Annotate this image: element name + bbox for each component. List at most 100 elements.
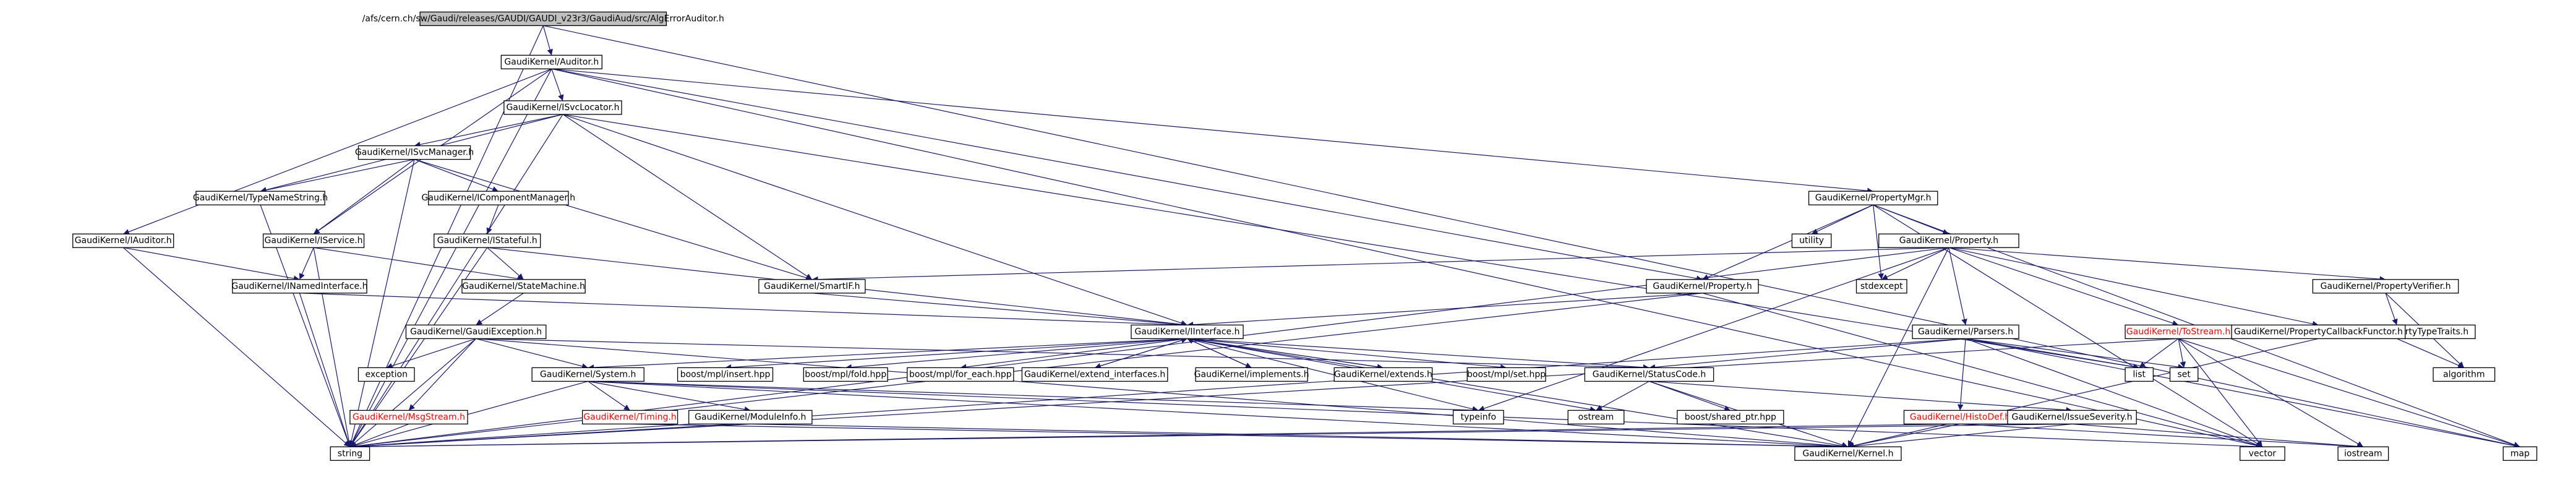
node-tostream[interactable]: GaudiKernel/ToStream.h [2125, 324, 2232, 340]
node-label: GaudiKernel/IService.h [265, 236, 363, 246]
node-typenamestring[interactable]: GaudiKernel/TypeNameString.h [193, 191, 328, 205]
edge-iinterface-to-statuscode [1187, 338, 1650, 371]
edge-propertymgr-to-stdexcept [1873, 205, 1884, 280]
edge-istateful-to-statemachine [487, 247, 524, 280]
edge-propertyverifier-to-propertytypetraits [2385, 293, 2398, 325]
node-smartif[interactable]: GaudiKernel/SmartIF.h [758, 279, 866, 294]
edge-isvclocator-to-list [562, 114, 2139, 370]
node-label: GaudiKernel/IAuditor.h [75, 236, 172, 246]
edge-parsers-to-map [1965, 338, 2520, 449]
edge-icomponentmanager-to-istateful [486, 204, 499, 234]
edge-iauditor-to-string [122, 247, 351, 447]
node-label: GaudiKernel/Timing.h [583, 412, 676, 422]
edge-smartif-to-iinterface [811, 293, 1187, 328]
edge-gaudiexception-to-exception [386, 338, 476, 369]
node-label: GaudiKernel/implements.h [1194, 369, 1309, 379]
node-inamedinterface[interactable]: GaudiKernel/INamedInterface.h [231, 279, 367, 294]
edge-extend_interfaces-to-iinterface [1094, 337, 1187, 368]
node-root[interactable]: /afs/cern.ch/sw/Gaudi/releases/GAUDI/GAU… [362, 11, 724, 27]
node-label: GaudiKernel/Property.h [1899, 236, 1998, 246]
node-mpl_insert[interactable]: boost/mpl/insert.hpp [677, 367, 774, 382]
edge-statemachine-to-gaudiexception [476, 293, 524, 325]
node-set[interactable]: set [2169, 367, 2199, 382]
node-propertyverifier[interactable]: GaudiKernel/PropertyVerifier.h [2312, 279, 2459, 294]
node-parsers[interactable]: GaudiKernel/Parsers.h [1912, 324, 2019, 340]
node-mpl_set[interactable]: boost/mpl/set.hpp [1466, 367, 1546, 382]
node-label: GaudiKernel/Auditor.h [504, 57, 599, 67]
node-isvclocator[interactable]: GaudiKernel/ISvcLocator.h [503, 100, 622, 115]
edge-isvcmanager-to-smartif [414, 159, 813, 281]
node-ostream[interactable]: ostream [1567, 410, 1625, 425]
node-shared_ptr[interactable]: boost/shared_ptr.hpp [1677, 410, 1784, 425]
node-iservice[interactable]: GaudiKernel/IService.h [262, 233, 365, 248]
node-label: GaudiKernel/ToStream.h [2126, 327, 2231, 337]
node-map[interactable]: map [2502, 446, 2538, 461]
node-string[interactable]: string [330, 446, 370, 461]
edge-parsers-to-set [1965, 338, 2184, 370]
edge-isvclocator-to-isvcmanager [414, 114, 563, 148]
edge-auditor_h-to-iauditor [122, 68, 552, 235]
edge-tostream-to-set [2178, 338, 2186, 368]
node-histodef[interactable]: GaudiKernel/HistoDef.h [1903, 410, 2017, 425]
edge-auditor_h-to-propertymgr [551, 68, 1873, 194]
node-msgstream[interactable]: GaudiKernel/MsgStream.h [349, 410, 468, 425]
node-iinterface[interactable]: GaudiKernel/IInterface.h [1131, 324, 1244, 340]
node-label: vector [2249, 449, 2277, 458]
node-vector[interactable]: vector [2240, 446, 2285, 461]
node-iostream[interactable]: iostream [2337, 446, 2389, 461]
node-propertymgr[interactable]: GaudiKernel/PropertyMgr.h [1808, 191, 1938, 205]
node-label: boost/mpl/for_each.hpp [909, 369, 1012, 379]
node-moduleinfo[interactable]: GaudiKernel/ModuleInfo.h [688, 410, 813, 425]
node-label: GaudiKernel/IssueSeverity.h [2012, 412, 2133, 422]
node-isvcmanager[interactable]: GaudiKernel/ISvcManager.h [355, 145, 474, 160]
node-iauditor[interactable]: GaudiKernel/IAuditor.h [72, 233, 174, 248]
edge-isvcmanager-to-typenamestring [260, 159, 415, 193]
node-statuscode[interactable]: GaudiKernel/StatusCode.h [1584, 367, 1714, 382]
edge-iauditor-to-inamedinterface [123, 247, 300, 281]
edge-root-to-map [543, 25, 2520, 449]
node-stdexcept[interactable]: stdexcept [1855, 279, 1907, 294]
node-label: GaudiKernel/extend_interfaces.h [1024, 369, 1165, 379]
node-label: GaudiKernel/extends.h [1334, 369, 1432, 379]
node-system[interactable]: GaudiKernel/System.h [531, 367, 644, 382]
edge-gaudiexception-to-system [476, 338, 588, 369]
node-timing[interactable]: GaudiKernel/Timing.h [582, 410, 678, 425]
node-exception[interactable]: exception [357, 367, 415, 382]
node-property_b[interactable]: GaudiKernel/Property.h [1646, 279, 1759, 294]
edge-issueseverity-to-iostream [2072, 423, 2363, 450]
edge-tostream-to-map [2178, 338, 2520, 448]
edge-iinterface-to-typeinfo [1187, 338, 1479, 412]
node-istateful[interactable]: GaudiKernel/IStateful.h [434, 233, 541, 248]
edge-msgstream-to-string [349, 423, 409, 448]
edge-iinterface-to-mpl_fold [845, 338, 1187, 371]
edge-histodef-to-iostream [1959, 423, 2363, 450]
edge-iinterface-to-mpl_for_each [960, 338, 1187, 370]
edge-inamedinterface-to-string [299, 293, 351, 447]
edge-isvcmanager-to-icomponentmanager [414, 159, 499, 192]
node-mpl_for_each[interactable]: boost/mpl/for_each.hpp [907, 367, 1014, 382]
node-extend_interfaces[interactable]: GaudiKernel/extend_interfaces.h [1021, 367, 1168, 382]
node-label: GaudiKernel/INamedInterface.h [231, 281, 367, 291]
node-mpl_fold[interactable]: boost/mpl/fold.hpp [803, 367, 888, 382]
node-gaudiexception[interactable]: GaudiKernel/GaudiException.h [405, 324, 547, 340]
edge-property_a-to-stdexcept [1881, 247, 1949, 280]
node-kernel[interactable]: GaudiKernel/Kernel.h [1794, 446, 1902, 461]
edge-issueseverity-to-string [349, 423, 2073, 450]
node-utility[interactable]: utility [1791, 233, 1832, 248]
node-typeinfo[interactable]: typeinfo [1452, 410, 1504, 425]
node-implements[interactable]: GaudiKernel/implements.h [1194, 367, 1309, 382]
node-extends[interactable]: GaudiKernel/extends.h [1333, 367, 1433, 382]
node-list[interactable]: list [2125, 367, 2154, 382]
node-auditor_h[interactable]: GaudiKernel/Auditor.h [500, 54, 602, 69]
node-label: GaudiKernel/TypeNameString.h [193, 193, 328, 203]
edge-iservice-to-statemachine [313, 247, 524, 282]
node-statemachine[interactable]: GaudiKernel/StateMachine.h [461, 279, 586, 294]
node-icomponentmanager[interactable]: GaudiKernel/IComponentManager.h [422, 191, 576, 205]
edge-property_a-to-parsers [1948, 247, 1967, 325]
dependency-nodes: /afs/cern.ch/sw/Gaudi/releases/GAUDI/GAU… [72, 11, 2538, 461]
node-callbackfunctor[interactable]: GaudiKernel/PropertyCallbackFunctor.h [2231, 324, 2406, 340]
edge-extends-to-iinterface [1187, 337, 1384, 368]
node-issueseverity[interactable]: GaudiKernel/IssueSeverity.h [2007, 410, 2137, 425]
node-property_a[interactable]: GaudiKernel/Property.h [1878, 233, 2019, 248]
node-algorithm[interactable]: algorithm [2433, 367, 2496, 382]
